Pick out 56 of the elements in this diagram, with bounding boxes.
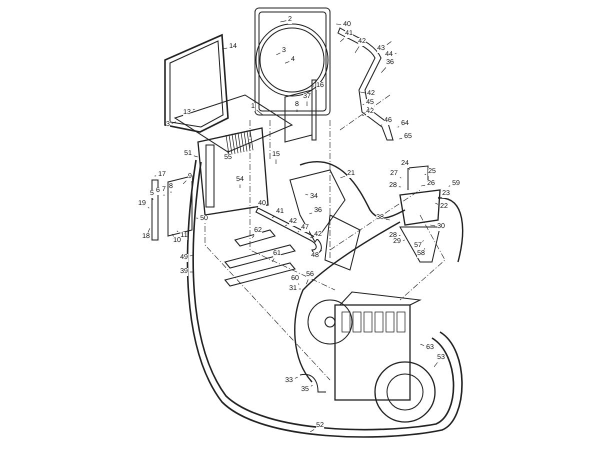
leader-line [435, 202, 438, 205]
leader-line [176, 230, 178, 232]
leader-line [310, 236, 312, 238]
leader-line [362, 104, 364, 105]
leader-line [276, 52, 281, 56]
leader-line [172, 234, 174, 237]
leader-line [420, 344, 424, 346]
leader-line [272, 258, 274, 262]
leader-line [272, 216, 274, 218]
leader-line [310, 385, 313, 387]
leader-line [192, 108, 195, 110]
leader-line [298, 231, 300, 232]
leader-line [306, 279, 308, 284]
leader-line [400, 177, 402, 178]
leader-line [340, 38, 344, 42]
leader-line [397, 126, 400, 128]
leader-line [298, 288, 302, 290]
leader-line [422, 240, 424, 242]
leader-line [284, 61, 290, 64]
leader-line [196, 218, 198, 219]
leader-line [380, 124, 382, 126]
leader-line [398, 138, 402, 140]
leader-line [381, 67, 386, 73]
leader-line [386, 41, 392, 45]
leader-line [386, 218, 390, 220]
leader-line [285, 224, 288, 226]
leader-line [448, 186, 450, 187]
leader-line [309, 212, 312, 214]
leader-line [256, 110, 264, 116]
leader-line [298, 283, 300, 285]
leader-line [340, 176, 346, 178]
leader-line [310, 429, 314, 432]
leader-line [171, 122, 176, 124]
leader-line [148, 228, 150, 233]
leader-line [336, 24, 342, 25]
leader-line [194, 156, 198, 158]
leader-line [360, 92, 366, 94]
leader-line [280, 20, 287, 22]
leader-line [420, 184, 426, 186]
leader-line [182, 180, 187, 184]
leader-line [354, 46, 360, 54]
leader-line [362, 114, 364, 116]
leader-line [294, 376, 298, 379]
leader-line [424, 248, 426, 250]
leader-line [424, 174, 426, 175]
leader-line [306, 101, 308, 106]
leader-line [434, 362, 438, 368]
leader-line [252, 235, 254, 238]
leader-line [148, 207, 150, 208]
leader-line [398, 235, 401, 236]
leader-line [190, 254, 193, 256]
leader-line [430, 224, 436, 226]
leader-line [402, 240, 406, 241]
leader-line [398, 186, 402, 188]
leader-line [305, 194, 308, 196]
leader-line [222, 48, 228, 50]
